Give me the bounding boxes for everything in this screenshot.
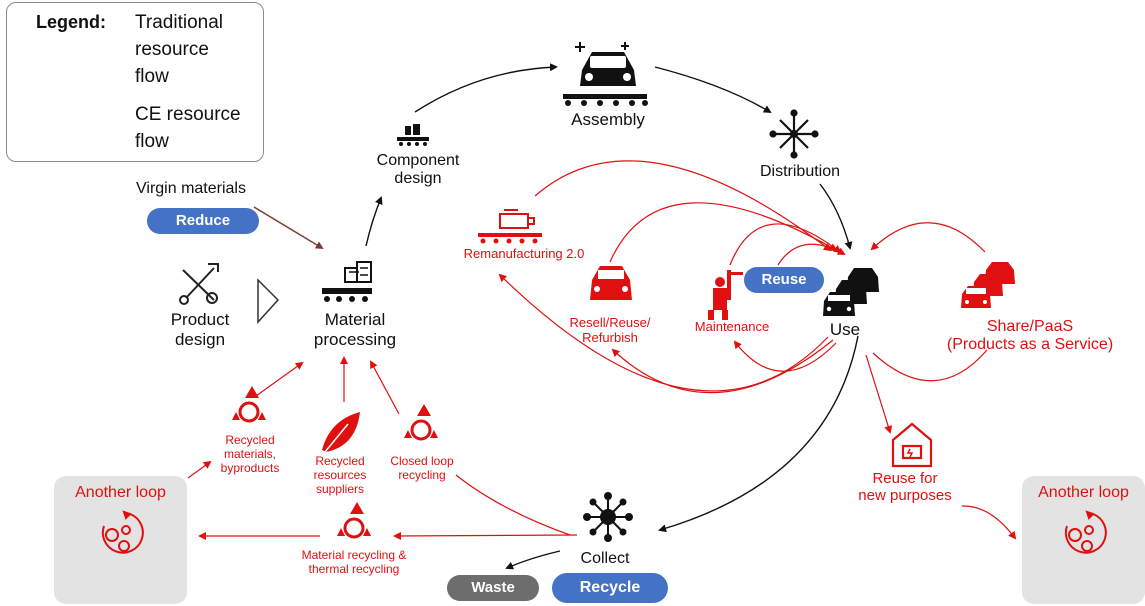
legend-traditional-line1: Traditional [135,12,224,33]
legend-ce-line1: CE resource [135,104,241,125]
gear-loop-icon [101,510,144,554]
reuse-new-line1: Reuse for [872,470,938,487]
product-design-label: Product design [158,310,242,349]
collect-label: Collect [580,550,630,567]
recycled-resources-line3: suppliers [315,481,365,496]
reuse-badge: Reuse [744,267,824,293]
recycled-materials-line1: Recycled [225,433,275,447]
use-label: Use [829,320,861,339]
legend-ce-line2: flow [135,131,169,152]
share-line1: Share/PaaS [986,318,1074,335]
share-line2: (Products as a Service) [946,336,1114,354]
legend-box [6,2,264,162]
component-design-line1: Component [376,152,460,169]
resell-line2: Refurbish [582,329,638,345]
material-processing-label: Material processing [300,310,410,349]
car-conveyor-icon [563,42,648,106]
another-loop-right-box [1022,476,1145,604]
recycled-resources-line2: resources [313,467,367,482]
component-design-line2: design [394,170,442,188]
remanufacturing-label: Remanufacturing 2.0 [463,246,585,261]
reduce-badge: Reduce [147,208,259,234]
maintenance-label: Maintenance [694,319,770,334]
recycle-badge: Recycle [552,573,668,603]
assembly-label: Assembly [571,110,645,129]
material-processing-line1: Material [324,310,386,329]
virgin-materials-arrow [253,206,324,250]
product-design-line1: Product [170,310,230,329]
wrench-screwdriver-icon [179,263,219,305]
another-loop-left-label: Another loop [75,484,166,501]
recycle-icon [404,404,438,441]
engine-conveyor-icon [478,209,542,244]
product-design-line2: design [174,329,226,349]
collect-hub-icon [583,492,633,542]
distribution-network-icon [769,109,819,159]
material-processing-icon [322,261,372,302]
cars-stack-icon [823,268,879,316]
resell-line1: Resell/Reuse/ [569,315,651,330]
recycle-icon [232,386,266,423]
house-battery-icon [891,422,933,468]
share-label: Share/PaaS (Products as a Service) [925,318,1135,355]
play-outline-icon [257,278,280,324]
traditional-flow-arrows [365,63,859,570]
reuse-new-line2: new purposes [858,487,952,505]
mechanic-icon [708,270,743,320]
recycled-materials-label: Recycled materials, byproducts [212,433,288,475]
recycled-materials-line2: materials, [223,446,276,461]
gear-loop-icon [1064,510,1107,554]
component-design-label: Component design [368,152,468,189]
recycled-materials-line3: byproducts [220,460,280,475]
red-cars-stack-icon [961,262,1015,308]
material-recycling-line2: thermal recycling [308,561,400,576]
legend-traditional-line2: resource [135,39,209,60]
another-loop-right-label: Another loop [1038,484,1129,501]
legend-traditional-line3: flow [135,66,169,87]
leaf-icon [322,412,360,453]
virgin-materials-label: Virgin materials [136,180,246,197]
material-recycling-label: Material recycling & thermal recycling [290,548,418,577]
recycle-icon [337,502,371,539]
closed-loop-line1: Closed loop [390,454,454,468]
material-recycling-line1: Material recycling & [301,548,407,562]
recycled-resources-label: Recycled resources suppliers [302,454,378,496]
waste-badge: Waste [447,575,539,601]
material-processing-line2: processing [313,329,397,349]
closed-loop-label: Closed loop recycling [380,454,464,483]
ce-flow-arrows [187,160,1017,540]
resell-label: Resell/Reuse/ Refurbish [555,315,665,346]
legend-title: Legend: [36,12,106,32]
closed-loop-line2: recycling [398,467,446,482]
another-loop-left-box [54,476,187,604]
recycled-resources-line1: Recycled [315,454,365,468]
component-conveyor-icon [397,124,429,146]
distribution-label: Distribution [759,163,841,180]
red-car-icon [590,266,632,300]
reuse-new-purposes-label: Reuse for new purposes [840,470,970,505]
